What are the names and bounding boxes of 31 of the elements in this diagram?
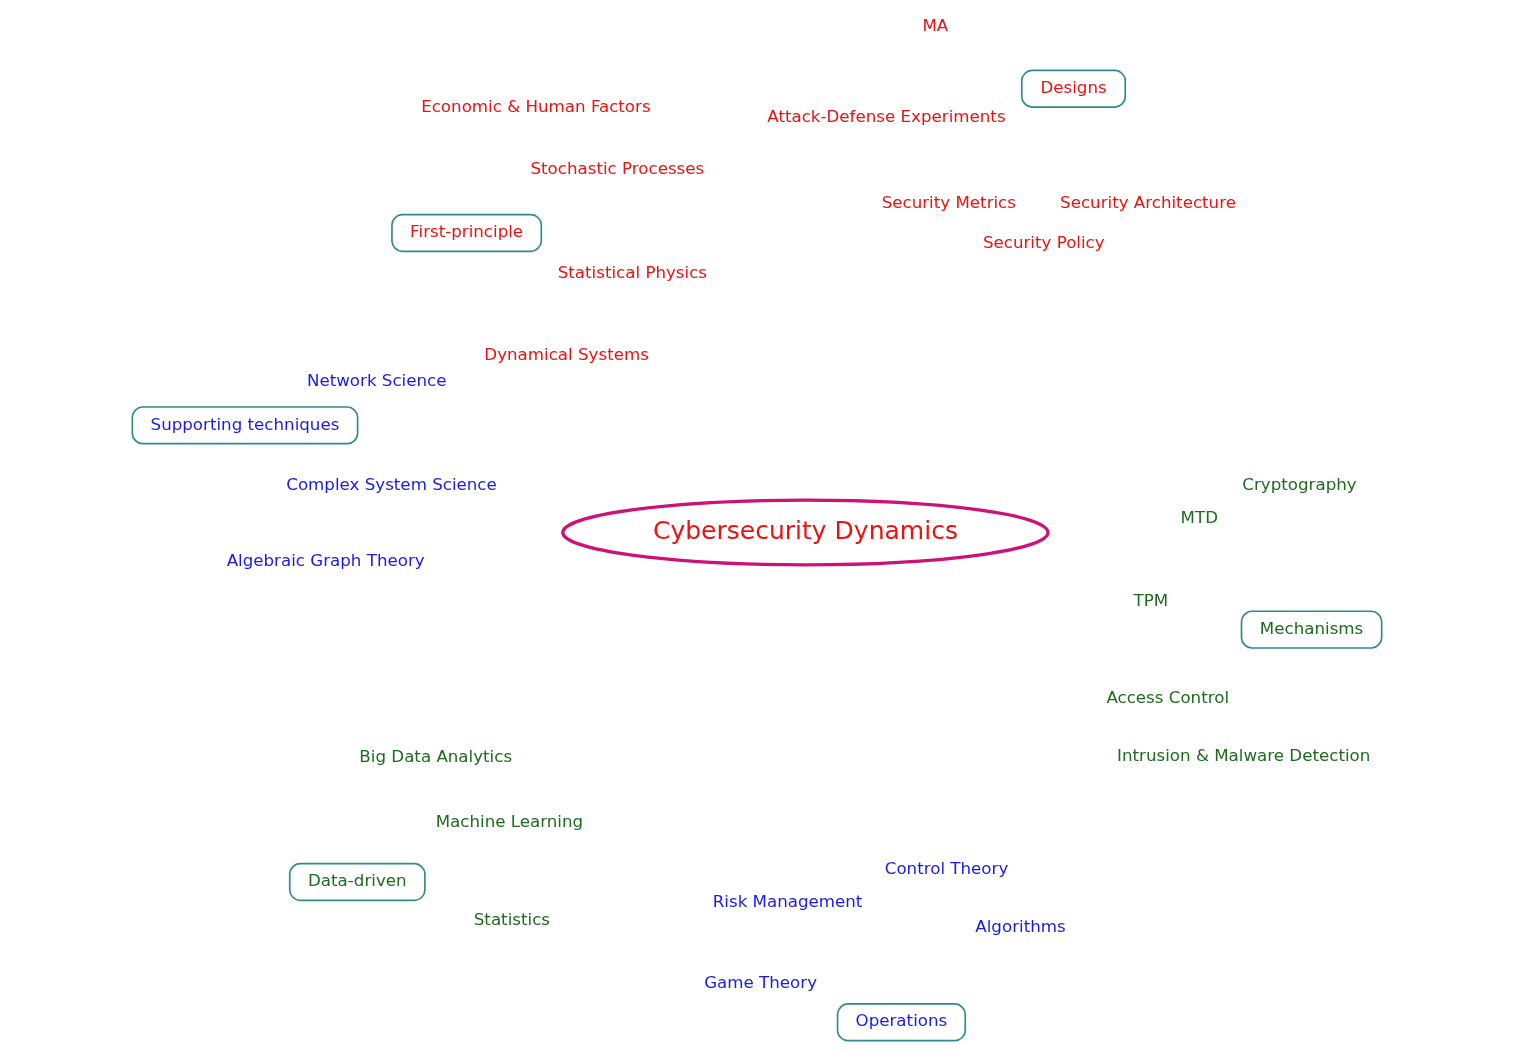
label: Game Theory <box>703 973 817 993</box>
node-box: First-principle <box>390 213 542 253</box>
label: Economic & Human Factors <box>420 96 651 116</box>
label: Cryptography <box>1241 474 1357 494</box>
node-box: Data-driven <box>288 862 426 902</box>
label: Network Science <box>306 371 446 391</box>
label: Access Control <box>1105 688 1229 708</box>
label: MTD <box>1180 508 1218 528</box>
label: Statistical Physics <box>557 263 707 283</box>
node-box: Designs <box>1020 69 1126 108</box>
label: MA <box>921 15 948 35</box>
node-box: Supporting techniques <box>131 406 358 445</box>
label: TPM <box>1133 591 1168 611</box>
label: Dynamical Systems <box>483 344 649 364</box>
label: Control Theory <box>884 859 1008 879</box>
label: Algorithms <box>974 917 1066 937</box>
label: Complex System Science <box>285 475 497 495</box>
label: Big Data Analytics <box>358 746 512 766</box>
node-ellipse: Cybersecurity Dynamics <box>560 498 1050 567</box>
label: Security Architecture <box>1059 193 1236 213</box>
label: Security Policy <box>982 233 1105 253</box>
node-box: Mechanisms <box>1240 610 1382 649</box>
label: Algebraic Graph Theory <box>226 551 425 571</box>
label: Risk Management <box>712 891 862 911</box>
label: Stochastic Processes <box>529 159 704 179</box>
label: Statistics <box>473 910 550 930</box>
label: Intrusion & Malware Detection <box>1116 746 1370 766</box>
node-box: Operations <box>836 1003 966 1042</box>
label: Machine Learning <box>435 812 583 832</box>
label: Security Metrics <box>881 193 1016 213</box>
label: Attack-Defense Experiments <box>766 106 1006 126</box>
